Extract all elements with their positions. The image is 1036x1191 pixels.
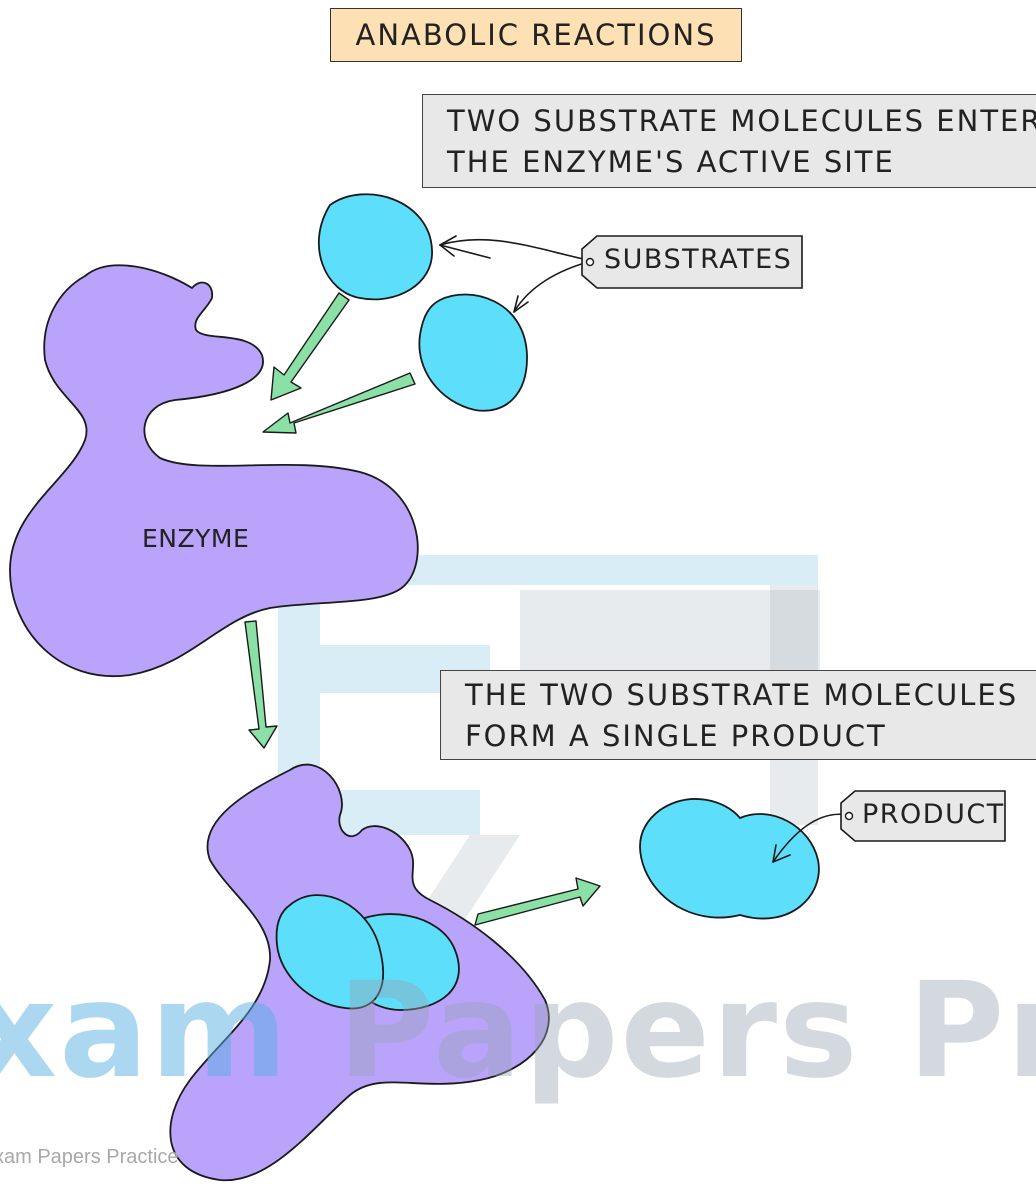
product-label: PRODUCT bbox=[862, 799, 1005, 830]
step1-note: TWO SUBSTRATE MOLECULES ENTER THE ENZYME… bbox=[422, 94, 1036, 188]
substrate-molecule-2 bbox=[418, 293, 528, 412]
diagram-title: ANABOLIC REACTIONS bbox=[330, 8, 742, 62]
substrate-molecule-1 bbox=[317, 193, 433, 301]
step2-line-2: FORM A SINGLE PRODUCT bbox=[465, 719, 887, 753]
arrow-substrate2-to-enzyme bbox=[262, 372, 416, 434]
enzyme-label: ENZYME bbox=[142, 524, 250, 553]
watermark-small-text: xam Papers Practice bbox=[0, 1146, 179, 1168]
substrates-label: SUBSTRATES bbox=[604, 244, 793, 275]
substrates-tag-outline bbox=[581, 235, 803, 289]
product-pointer-lines bbox=[772, 813, 849, 863]
step1-line-2: THE ENZYME'S ACTIVE SITE bbox=[447, 145, 895, 179]
bound-substrate-1 bbox=[275, 894, 384, 1010]
arrow-substrate1-to-enzyme bbox=[270, 292, 350, 401]
step2-note: THE TWO SUBSTRATE MOLECULES FORM A SINGL… bbox=[440, 670, 1036, 760]
step2-line-1: THE TWO SUBSTRATE MOLECULES bbox=[465, 678, 1019, 712]
enzyme-shape bbox=[9, 264, 419, 678]
substrates-pointer-lines bbox=[439, 235, 589, 313]
product-molecule bbox=[639, 798, 820, 920]
step1-line-1: TWO SUBSTRATE MOLECULES ENTER bbox=[447, 104, 1036, 138]
arrow-enzyme-to-step2 bbox=[244, 620, 278, 749]
arrow-to-product bbox=[474, 877, 601, 926]
diagram-title-text: ANABOLIC REACTIONS bbox=[355, 18, 717, 52]
product-tag-outline bbox=[840, 790, 1006, 842]
